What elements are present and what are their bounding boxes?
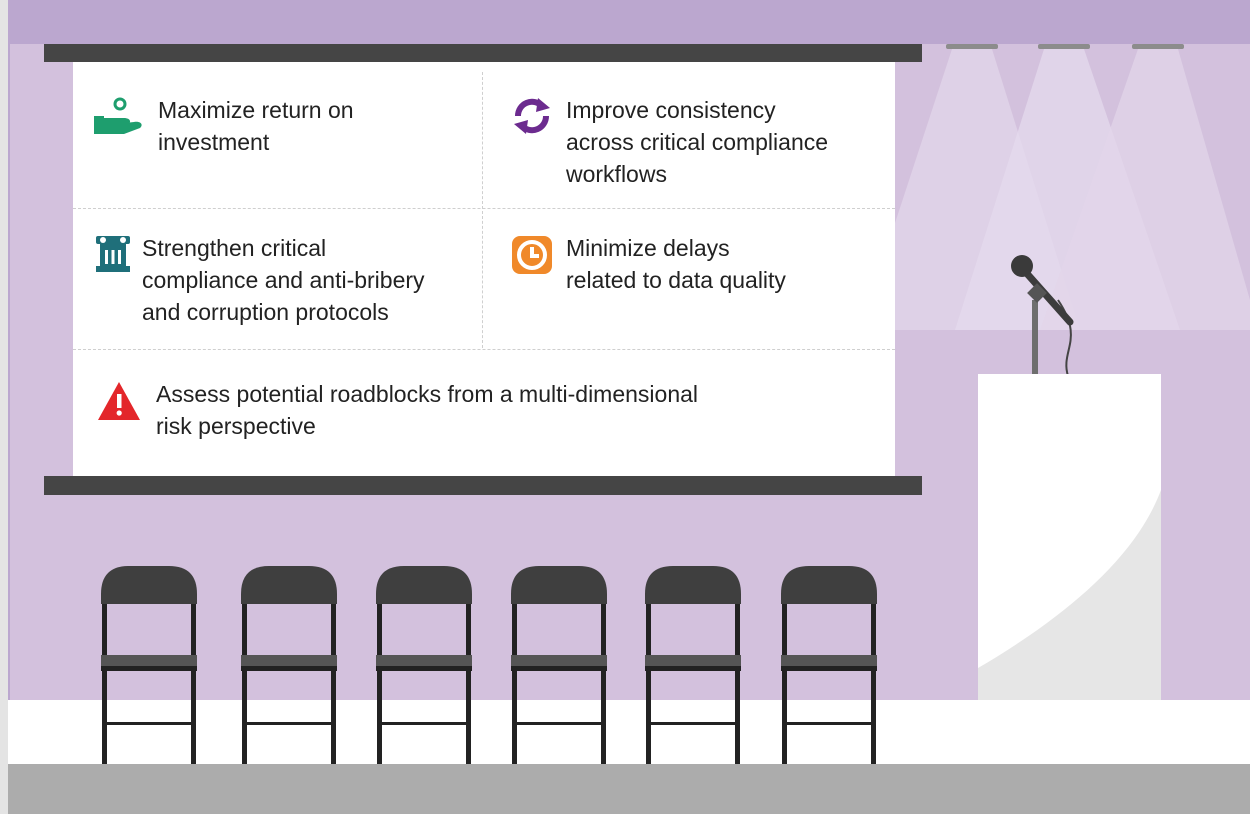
left-border [0,0,8,814]
benefit-consistency: Improve consistency across critical comp… [510,94,880,190]
benefit-roi: Maximize return on investment [94,94,464,158]
benefit-roi-text: Maximize return on investment [158,97,354,155]
chair [376,566,472,764]
presentation-screen [73,62,895,476]
pillar-columns-icon [94,232,132,284]
divider-horizontal-2 [73,349,895,350]
divider-horizontal-1 [73,208,895,209]
screen-top-bar [44,44,922,62]
screen-bottom-bar [44,476,922,495]
hand-coin-icon [94,94,146,146]
stage-front [8,700,1250,764]
benefit-delays-text: Minimize delays related to data quality [566,235,786,293]
chair [101,566,197,764]
benefit-risk-text: Assess potential roadblocks from a multi… [156,381,699,439]
chairs-row [101,566,877,764]
clock-icon [512,232,552,284]
divider-vertical [482,72,483,348]
warning-icon [96,378,142,432]
benefit-protocols-text: Strengthen critical compliance and anti-… [142,235,425,325]
spotlights [860,44,1250,330]
benefit-risk: Assess potential roadblocks from a multi… [96,378,856,442]
benefit-delays: Minimize delays related to data quality [512,232,882,296]
chair [241,566,337,764]
refresh-arrows-icon [510,94,554,146]
ceiling-band [0,0,1250,44]
benefit-protocols: Strengthen critical compliance and anti-… [94,232,474,328]
chair [511,566,607,764]
floor [8,764,1250,814]
microphone [1011,255,1074,377]
chair [781,566,877,764]
chair [645,566,741,764]
podium [978,374,1161,705]
benefit-consistency-text: Improve consistency across critical comp… [566,97,829,187]
